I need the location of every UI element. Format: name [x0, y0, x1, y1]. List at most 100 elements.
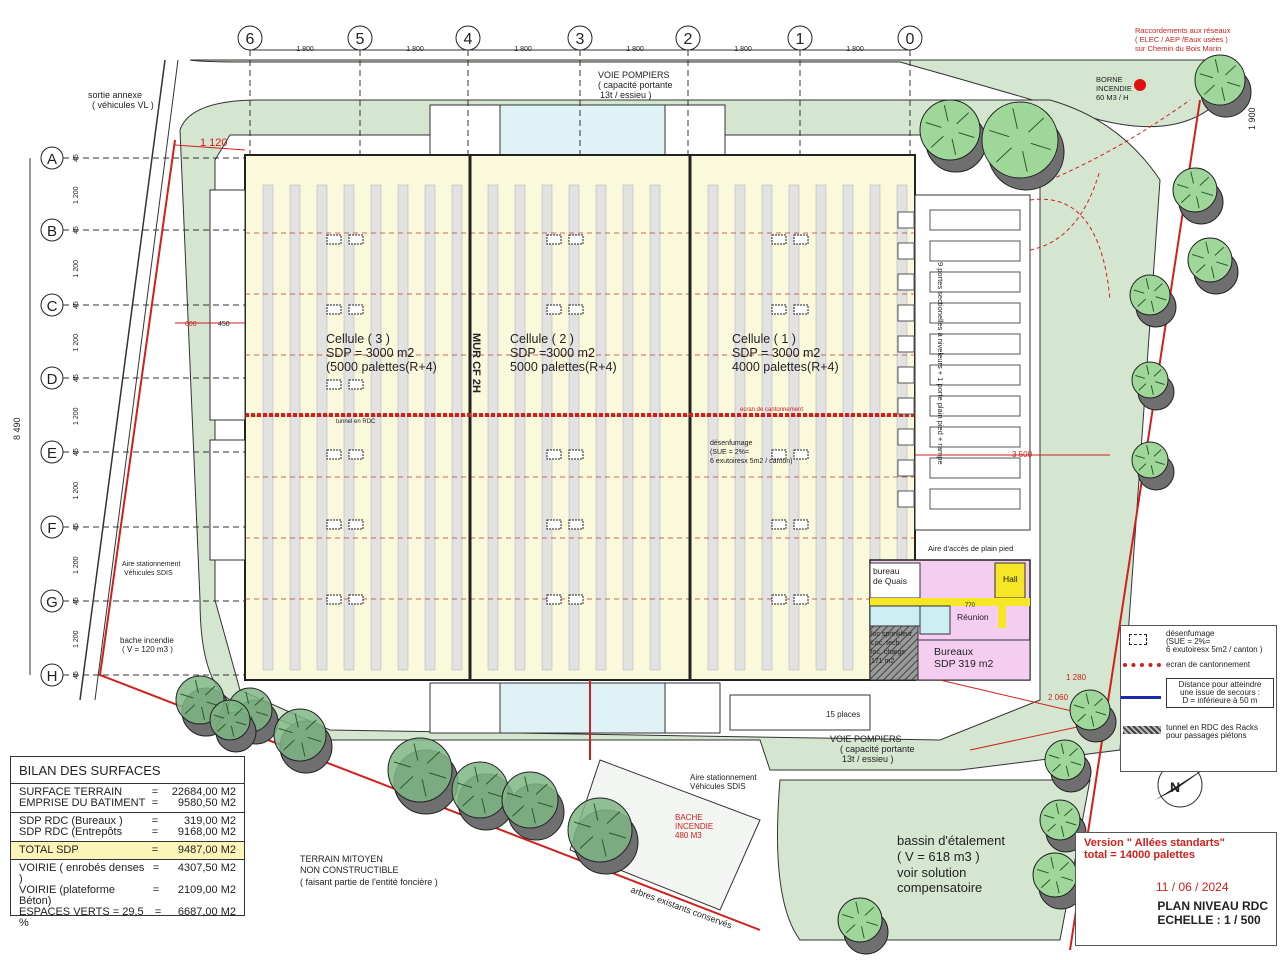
access-road-edge: [94, 59, 179, 701]
desenfumage-note: 6 exutoiresx 5m2 / canton): [710, 458, 793, 465]
sortie-annexe-label: sortie annexe: [88, 90, 142, 100]
sdis-parking: [429, 682, 501, 734]
bilan-value: 9487,00 M2: [177, 844, 236, 856]
tree-icon: [1129, 274, 1171, 316]
tree-branch: [283, 739, 295, 751]
corridor: [998, 598, 1006, 628]
rack: [595, 184, 607, 671]
bilan-section: TOTAL SDP=9487,00 M2: [11, 842, 244, 860]
legend-text: une issue de secours :: [1179, 688, 1261, 697]
tree-branch: [524, 776, 529, 792]
tree-branch: [1146, 444, 1150, 455]
row-edge: 45: [73, 154, 80, 162]
dim-2060: 2 060: [1048, 693, 1069, 702]
tree-branch: [278, 727, 293, 734]
smoke-vent-icon: [546, 594, 562, 605]
reunion-label: Réunion: [957, 612, 989, 622]
hall-room: [994, 562, 1026, 599]
equals-sign: =: [154, 906, 162, 918]
tree-branch: [294, 713, 299, 728]
smoke-vent-icon: [348, 519, 364, 530]
tree-branch: [1094, 698, 1103, 707]
equals-sign: =: [151, 826, 159, 838]
smoke-vent-icon: [546, 234, 562, 245]
tree-branch: [1153, 449, 1162, 457]
row-spacing: 1 200: [73, 186, 80, 204]
smoke-vent-icon: [793, 234, 809, 245]
tree-icon: [501, 771, 559, 829]
tree-branch: [1176, 183, 1189, 189]
title-block: Version " Allées standarts" total = 1400…: [1075, 832, 1277, 946]
dock-door: [929, 395, 1021, 417]
smoke-vent-icon: [771, 234, 787, 245]
rack: [262, 184, 274, 671]
tree-branch: [213, 714, 225, 719]
tree-branch: [234, 708, 243, 717]
locaux-label: loc sprinkleur: [871, 631, 913, 638]
tree-branch: [1047, 823, 1056, 832]
tree-branch: [201, 706, 206, 721]
tunnel-icon: [1123, 726, 1161, 734]
tree-branch: [1214, 246, 1225, 256]
tree-branch: [481, 798, 486, 814]
property-line-east: [1069, 99, 1201, 951]
bilan-row: VOIRIE (plateforme Béton)=2109,00 M2: [19, 885, 236, 907]
tree-branch: [474, 766, 479, 782]
raccordements-label: Raccordements aux réseaux: [1135, 26, 1231, 35]
ecran-icon: [1123, 663, 1161, 667]
tree-branch: [1191, 253, 1204, 259]
legend-text: tunnel en RDC des Racks: [1166, 723, 1259, 732]
borne-label: BORNE: [1096, 75, 1123, 84]
bureaux-room: [917, 639, 1031, 681]
tree-icon: [209, 699, 251, 741]
tree-branch: [866, 921, 879, 927]
access-road-edge: [79, 59, 166, 701]
sdis-left-label: Véhicules SDIS: [124, 570, 173, 577]
tree-branch: [1065, 821, 1077, 826]
dock-door: [929, 488, 1021, 510]
plan-scale: ECHELLE : 1 / 500: [1157, 913, 1261, 927]
smoke-vent-icon: [348, 234, 364, 245]
tree-branch: [429, 772, 447, 779]
cell-1-capacity: 4000 palettes(R+4): [732, 360, 839, 374]
sdis-left-label: Aire stationnement: [122, 561, 180, 568]
bache-bottom-label: 480 M3: [675, 831, 702, 840]
legend-distance: Distance pour atteindre une issue de sec…: [1166, 678, 1274, 708]
bilan-label: SDP RDC (Bureaux ): [19, 815, 123, 827]
smoke-vent-icon: [348, 594, 364, 605]
tree-branch: [1195, 264, 1206, 274]
tree-branch: [1150, 465, 1154, 476]
row-axis-label: B: [47, 223, 57, 240]
dock-leveler: [897, 397, 915, 415]
tree-branch: [1069, 748, 1078, 757]
plan-title: PLAN NIVEAU RDC ECHELLE : 1 / 500: [1157, 899, 1268, 927]
technical-rooms: [869, 625, 919, 681]
smoke-vent-icon: [793, 304, 809, 315]
tree-branch: [245, 691, 250, 704]
smoke-vent-icon: [326, 594, 342, 605]
sdis-bottom-label: Véhicules SDIS: [690, 782, 746, 791]
tree-branch: [1155, 381, 1165, 385]
trees-layer: [175, 54, 1252, 955]
rack: [316, 184, 328, 671]
bilan-row: EMPRISE DU BATIMENT=9580,50 M2: [19, 798, 236, 809]
bureau-quais-label: de Quais: [873, 576, 907, 586]
locaux-label: loc. charge: [871, 649, 905, 656]
hall-label: Hall: [1003, 574, 1018, 584]
smoke-vent-icon: [326, 304, 342, 315]
dock-door: [929, 333, 1021, 355]
tree-branch: [1227, 81, 1241, 87]
tree-branch: [1153, 369, 1162, 377]
equals-sign: =: [152, 862, 160, 874]
tree-branch: [194, 679, 199, 694]
bureaux-label: Bureaux: [934, 646, 974, 658]
tree-branch: [1190, 171, 1195, 184]
bache-bottom-label: BACHE: [675, 813, 703, 822]
rack: [622, 184, 634, 671]
row-edge: 45: [73, 448, 80, 456]
tree-branch: [601, 839, 607, 857]
voie-pompiers-top: VOIE POMPIERS: [598, 70, 670, 80]
equals-sign: =: [151, 844, 159, 856]
tree-branch: [1216, 261, 1229, 267]
